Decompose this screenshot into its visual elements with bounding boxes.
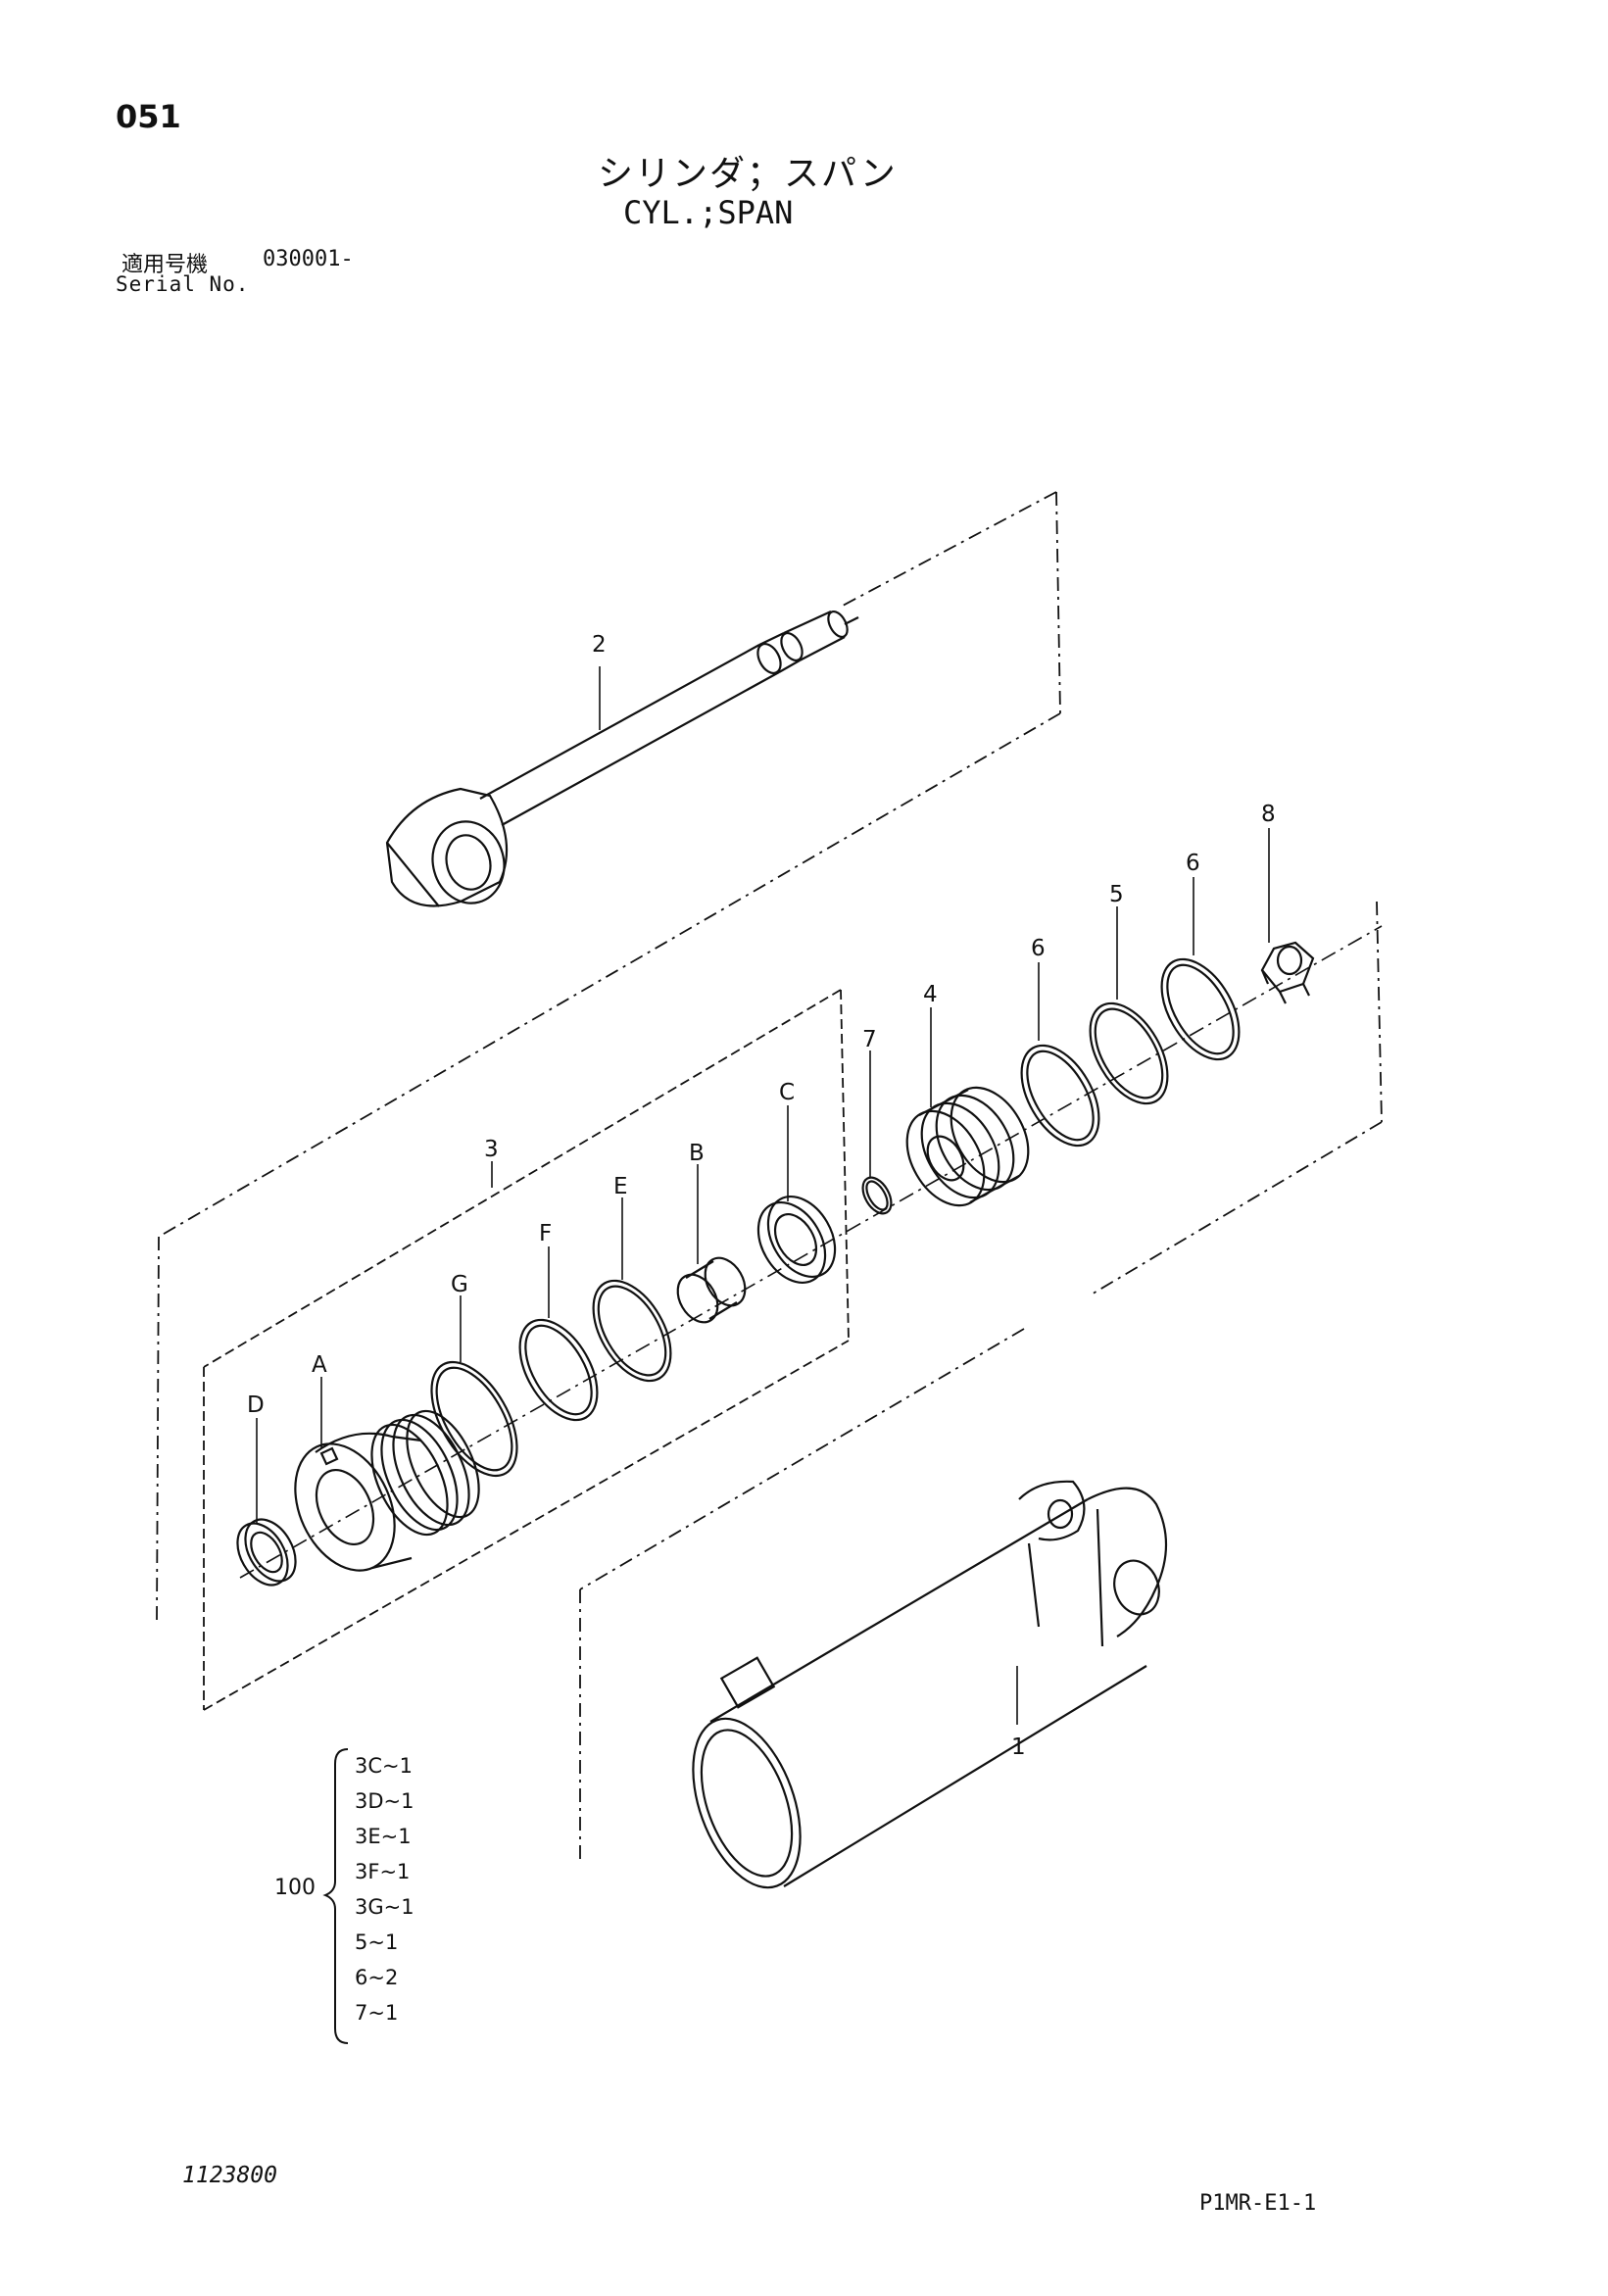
page-title-jp: シリンダ；スパン <box>598 154 898 194</box>
page-number: 051 <box>116 98 181 135</box>
callout-d: D <box>247 1392 265 1418</box>
callout-b: B <box>689 1141 705 1166</box>
serial-label-jp: 適用号機 <box>122 253 209 277</box>
part-d-seal <box>236 1518 297 1587</box>
part-5-oring <box>1089 1001 1169 1105</box>
callout-6-upper: 6 <box>1186 851 1200 876</box>
callout-a: A <box>312 1352 327 1378</box>
part-b-bushing <box>676 1256 747 1324</box>
page-code: P1MR-E1-1 <box>1199 2191 1317 2216</box>
rod-frame <box>156 491 1061 1623</box>
callout-8: 8 <box>1261 802 1276 827</box>
kit-item: 3G~1 <box>355 1895 414 1919</box>
kit-item: 7~1 <box>355 2001 399 2025</box>
part-c-seal <box>756 1195 837 1285</box>
callout-g: G <box>451 1272 468 1297</box>
document-id: 1123800 <box>182 2163 277 2188</box>
cylinder-frame <box>579 901 1383 1862</box>
serial-value: 030001- <box>263 247 354 271</box>
kit-brace <box>322 1748 349 2044</box>
part-a-gland <box>294 1409 480 1572</box>
part-6-ring-b <box>1160 957 1241 1061</box>
leader-lines <box>256 666 1270 1725</box>
part-7-ring <box>861 1176 893 1215</box>
callout-6-lower: 6 <box>1031 936 1046 961</box>
center-axis <box>239 925 1383 1579</box>
part-1-cylinder-tube <box>692 1480 1168 1889</box>
kit-item: 3D~1 <box>355 1789 414 1813</box>
callout-1: 1 <box>1011 1734 1026 1760</box>
part-g-oring <box>430 1360 518 1478</box>
callout-4: 4 <box>923 982 938 1007</box>
kit-item: 3C~1 <box>355 1754 413 1778</box>
piston-rod <box>385 610 859 907</box>
callout-e: E <box>613 1174 628 1199</box>
kit-frame-3 <box>203 989 850 1711</box>
part-8-nut <box>1260 941 1315 1004</box>
part-6-ring-a <box>1020 1044 1100 1148</box>
kit-item: 3E~1 <box>355 1825 412 1848</box>
kit-item: 6~2 <box>355 1966 399 1989</box>
part-e-oring <box>592 1279 672 1383</box>
serial-label-en: Serial No. <box>116 272 250 296</box>
callout-c: C <box>779 1080 795 1105</box>
callout-7: 7 <box>862 1027 877 1052</box>
kit-item: 5~1 <box>355 1930 399 1954</box>
kit-number: 100 <box>274 1876 316 1900</box>
kit-item: 3F~1 <box>355 1860 411 1883</box>
part-f-ring <box>518 1318 599 1422</box>
page-title-en: CYL.;SPAN <box>623 194 794 231</box>
callout-labels: 2 1 3 4 5 6 6 7 8 A B C D E F G <box>247 632 1276 1760</box>
callout-f: F <box>539 1221 552 1246</box>
callout-2: 2 <box>592 632 607 658</box>
callout-5: 5 <box>1109 882 1124 907</box>
part-4-piston <box>905 1086 1030 1207</box>
callout-3: 3 <box>484 1137 499 1162</box>
